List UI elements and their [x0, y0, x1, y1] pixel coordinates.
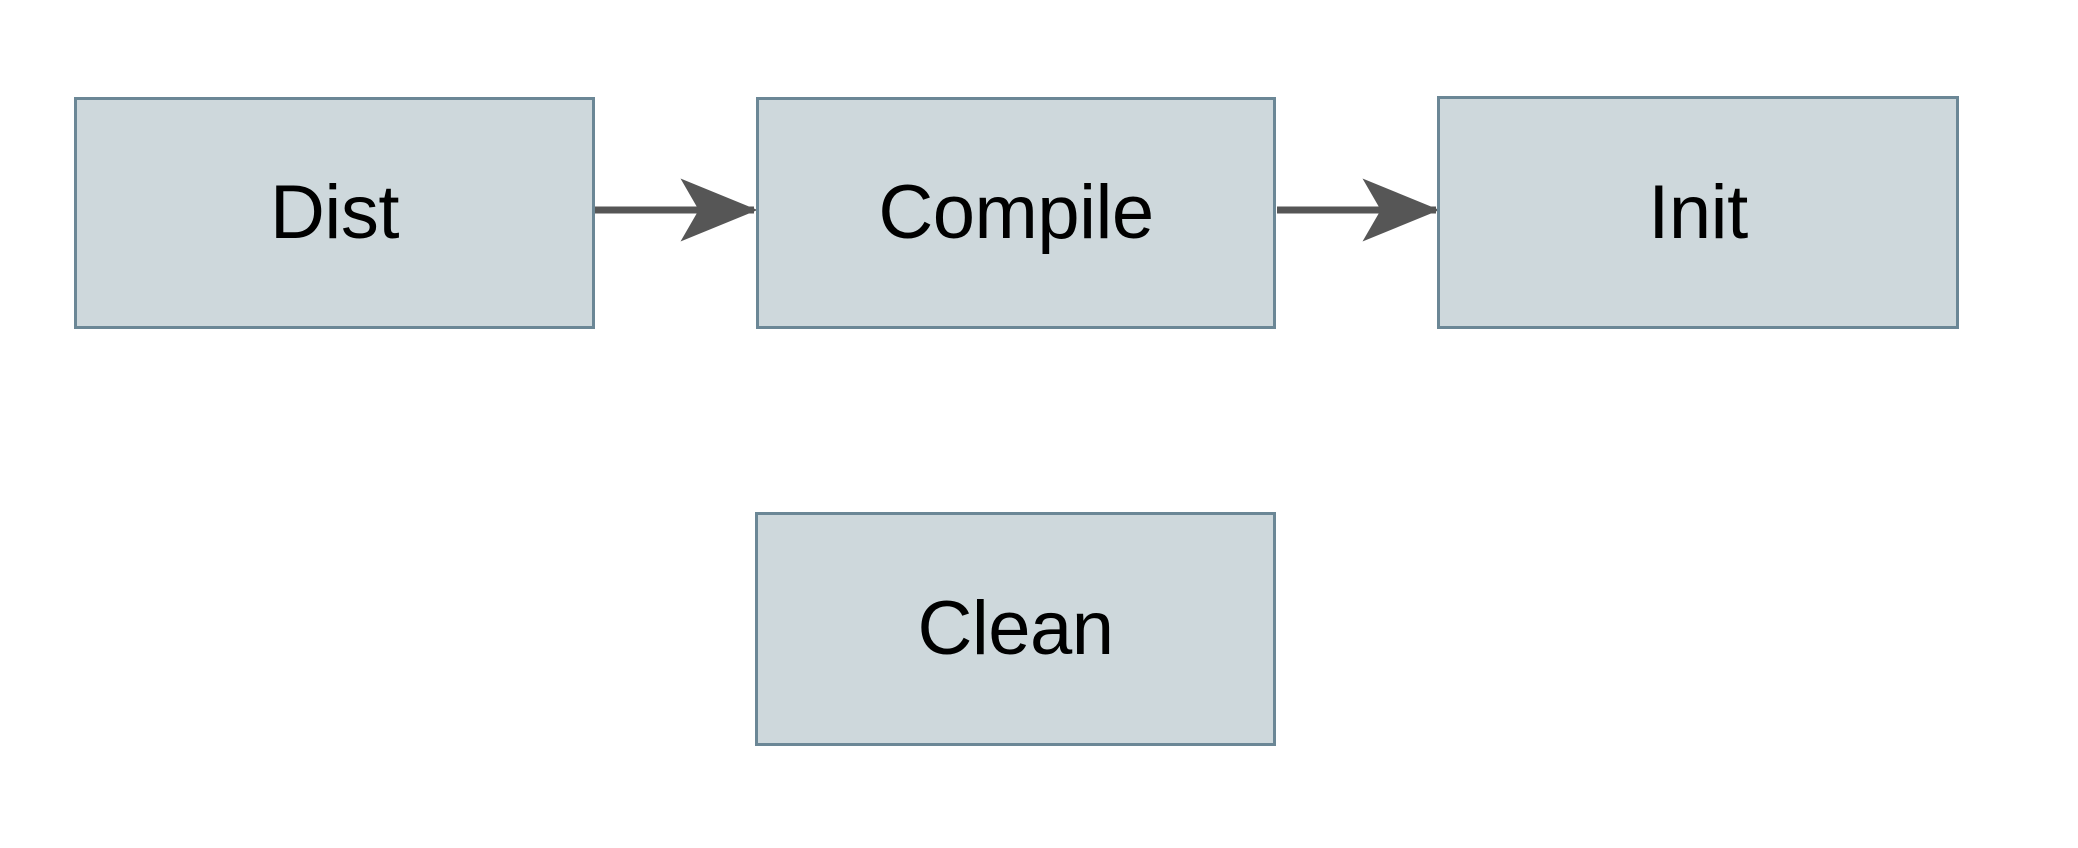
node-dist-label: Dist: [270, 170, 399, 255]
node-dist[interactable]: Dist: [74, 97, 595, 329]
node-compile[interactable]: Compile: [756, 97, 1276, 329]
node-init-label: Init: [1648, 169, 1748, 255]
node-clean[interactable]: Clean: [755, 512, 1276, 746]
node-clean-label: Clean: [917, 586, 1114, 671]
node-compile-label: Compile: [878, 170, 1154, 255]
node-init[interactable]: Init: [1437, 96, 1959, 329]
